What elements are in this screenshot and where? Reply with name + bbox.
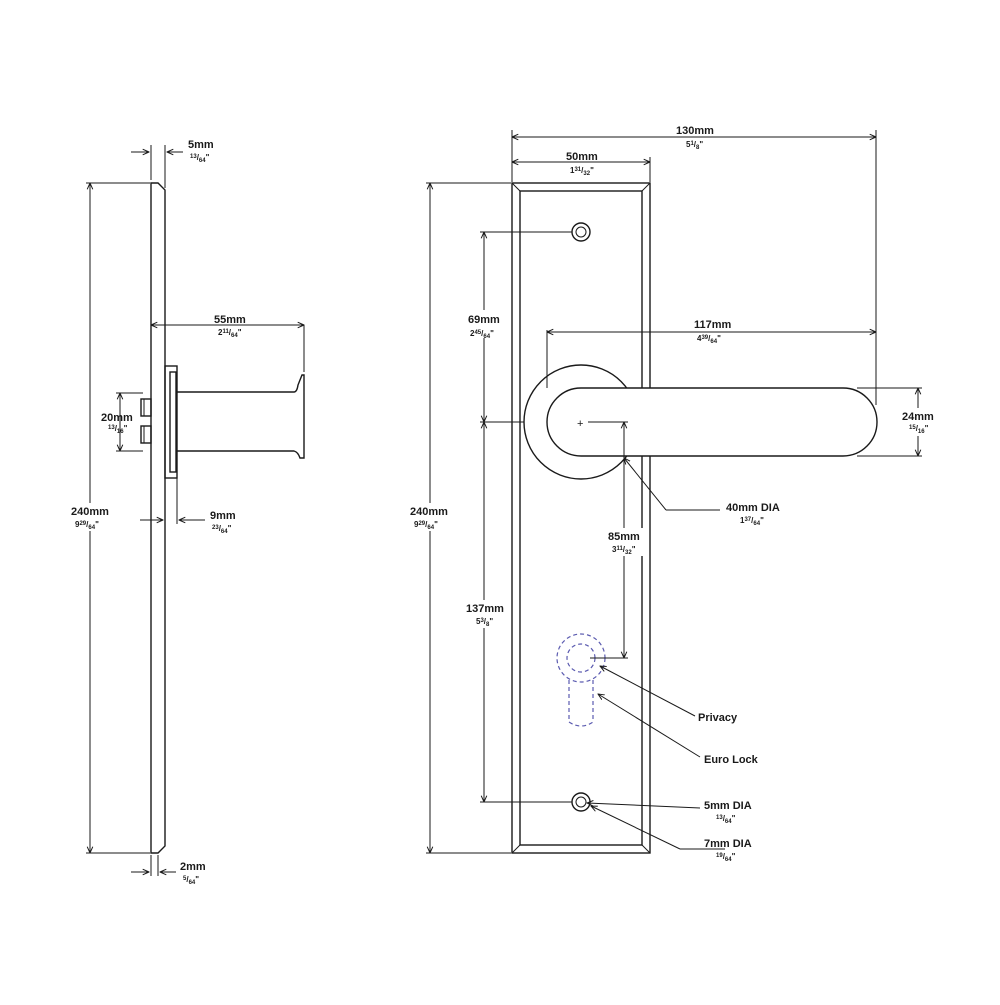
screw-large-mm: 7mm DIA (704, 838, 752, 850)
side-rose-gap-mm: 9mm (210, 510, 236, 522)
spindle-to-screw-inch: 53/8" (476, 617, 493, 628)
side-rose-inner (169, 371, 177, 473)
side-rose-gap-inch: 23/64" (212, 524, 232, 535)
side-fixing-top (140, 398, 152, 417)
privacy-label: Privacy (698, 712, 738, 724)
rose-dia-inch: 137/64" (740, 516, 764, 527)
side-thickness-inch: 13/64" (190, 153, 210, 164)
side-bevel-inch: 5/64" (183, 875, 199, 886)
side-spindle-inch: 13/16" (108, 424, 128, 435)
overall-width-inch: 51/8" (686, 140, 703, 151)
lever-height-mm: 24mm (902, 411, 934, 423)
screw-large-inch: 19/64" (716, 852, 736, 863)
side-thickness-mm: 5mm (188, 139, 214, 151)
lever-length-mm: 117mm (694, 319, 732, 331)
front-view: + 130mm 51/8" 50mm 131/32" 117mm 439/64"… (402, 125, 942, 863)
side-rose (164, 365, 178, 479)
front-backplate (511, 182, 651, 854)
front-height-inch: 929/64" (414, 520, 438, 531)
side-projection-inch: 211/64" (218, 328, 242, 339)
spindle-to-lock-inch: 311/32" (612, 545, 636, 556)
bottom-screw-hole (571, 792, 591, 812)
side-backplate (150, 182, 166, 854)
side-height-inch: 929/64" (75, 520, 99, 531)
lever (546, 387, 878, 457)
lever-height-inch: 15/16" (909, 424, 929, 435)
rose-dia-mm: 40mm DIA (726, 502, 780, 514)
side-spindle-mm: 20mm (101, 412, 133, 424)
screw-to-spindle-inch: 245/64" (470, 329, 494, 340)
plate-width-mm: 50mm (566, 151, 598, 163)
overall-width-mm: 130mm (676, 125, 714, 137)
side-height-mm: 240mm (71, 506, 109, 518)
side-view: 5mm 13/64" 55mm 211/64" 20mm 13/16" 9mm … (60, 139, 305, 886)
screw-small-inch: 13/64" (716, 814, 736, 825)
euro-lock-cutout (556, 633, 606, 727)
lever-length-inch: 439/64" (697, 334, 721, 345)
spindle-to-screw-mm: 137mm (466, 603, 504, 615)
top-screw-hole (571, 222, 591, 242)
side-fixing-bottom (140, 425, 152, 444)
plate-width-inch: 131/32" (570, 166, 594, 177)
spindle-to-lock-mm: 85mm (608, 531, 640, 543)
side-projection-mm: 55mm (214, 314, 246, 326)
side-lever (177, 374, 305, 459)
spindle-centre-mark: + (577, 418, 583, 430)
euro-lock-label: Euro Lock (704, 754, 759, 766)
screw-to-spindle-mm: 69mm (468, 314, 500, 326)
side-bevel-mm: 2mm (180, 861, 206, 873)
front-height-mm: 240mm (410, 506, 448, 518)
screw-small-mm: 5mm DIA (704, 800, 752, 812)
front-backplate-bevel (519, 190, 643, 846)
